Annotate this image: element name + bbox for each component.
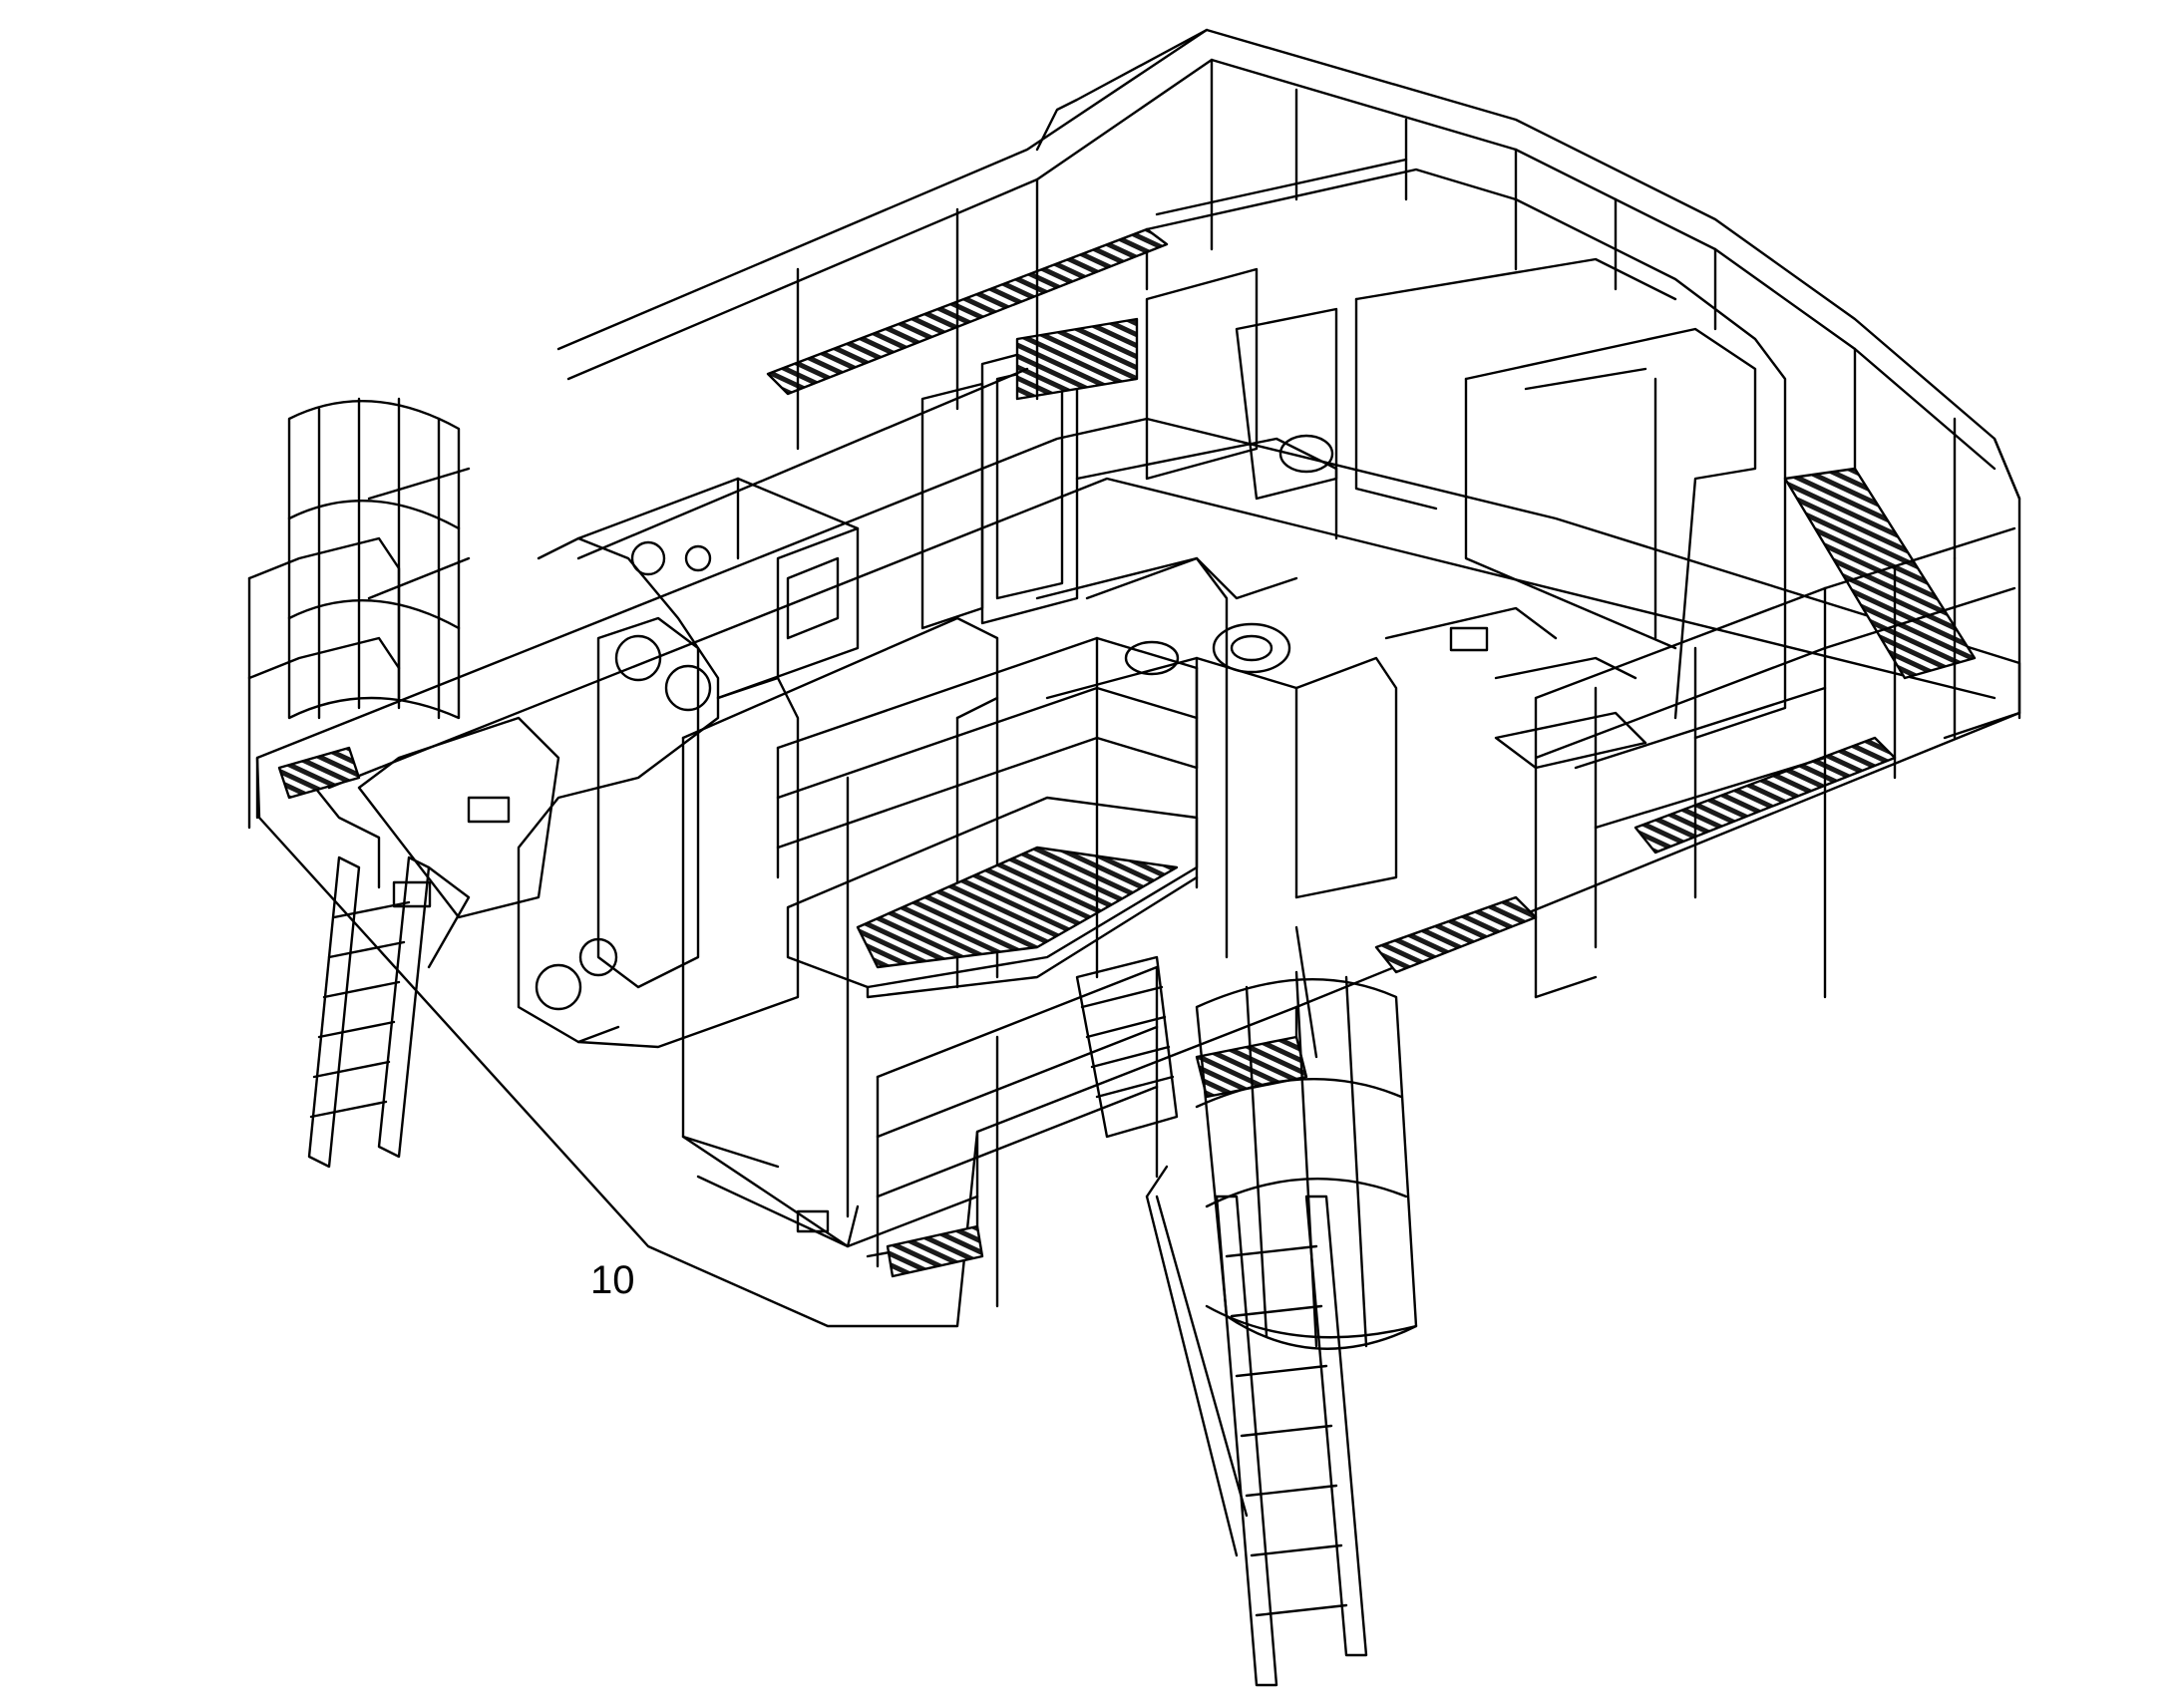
callout-number: 10 xyxy=(590,1258,635,1302)
left-cage-ladder xyxy=(247,397,471,830)
front-handrails xyxy=(776,556,1229,1308)
right-fixed-ladder xyxy=(1145,1165,1368,1687)
front-grated-platform xyxy=(786,796,1199,999)
perimeter-handrails xyxy=(556,28,2021,999)
left-fixed-ladder xyxy=(307,855,471,1169)
boom-foot-frame xyxy=(357,536,800,1049)
right-cage-ladder xyxy=(1195,925,1418,1350)
front-stair xyxy=(1075,955,1179,1139)
left-machinery-house xyxy=(576,477,860,700)
front-cab-box xyxy=(681,616,1398,1248)
central-equipment xyxy=(920,267,1647,770)
